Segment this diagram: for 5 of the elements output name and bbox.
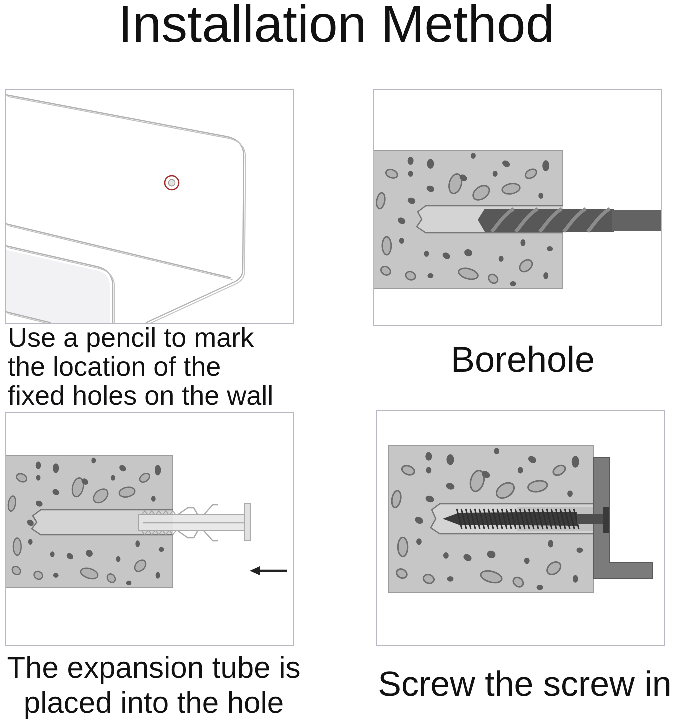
- step-caption: Use a pencil to mark the location of the fixed holes on the wall: [8, 324, 275, 411]
- step-caption: The expansion tube is placed into the hole: [6, 651, 302, 721]
- title: Installation Method: [118, 0, 555, 50]
- step-caption: Screw the screw in: [378, 665, 672, 705]
- step-caption: Borehole: [450, 340, 596, 380]
